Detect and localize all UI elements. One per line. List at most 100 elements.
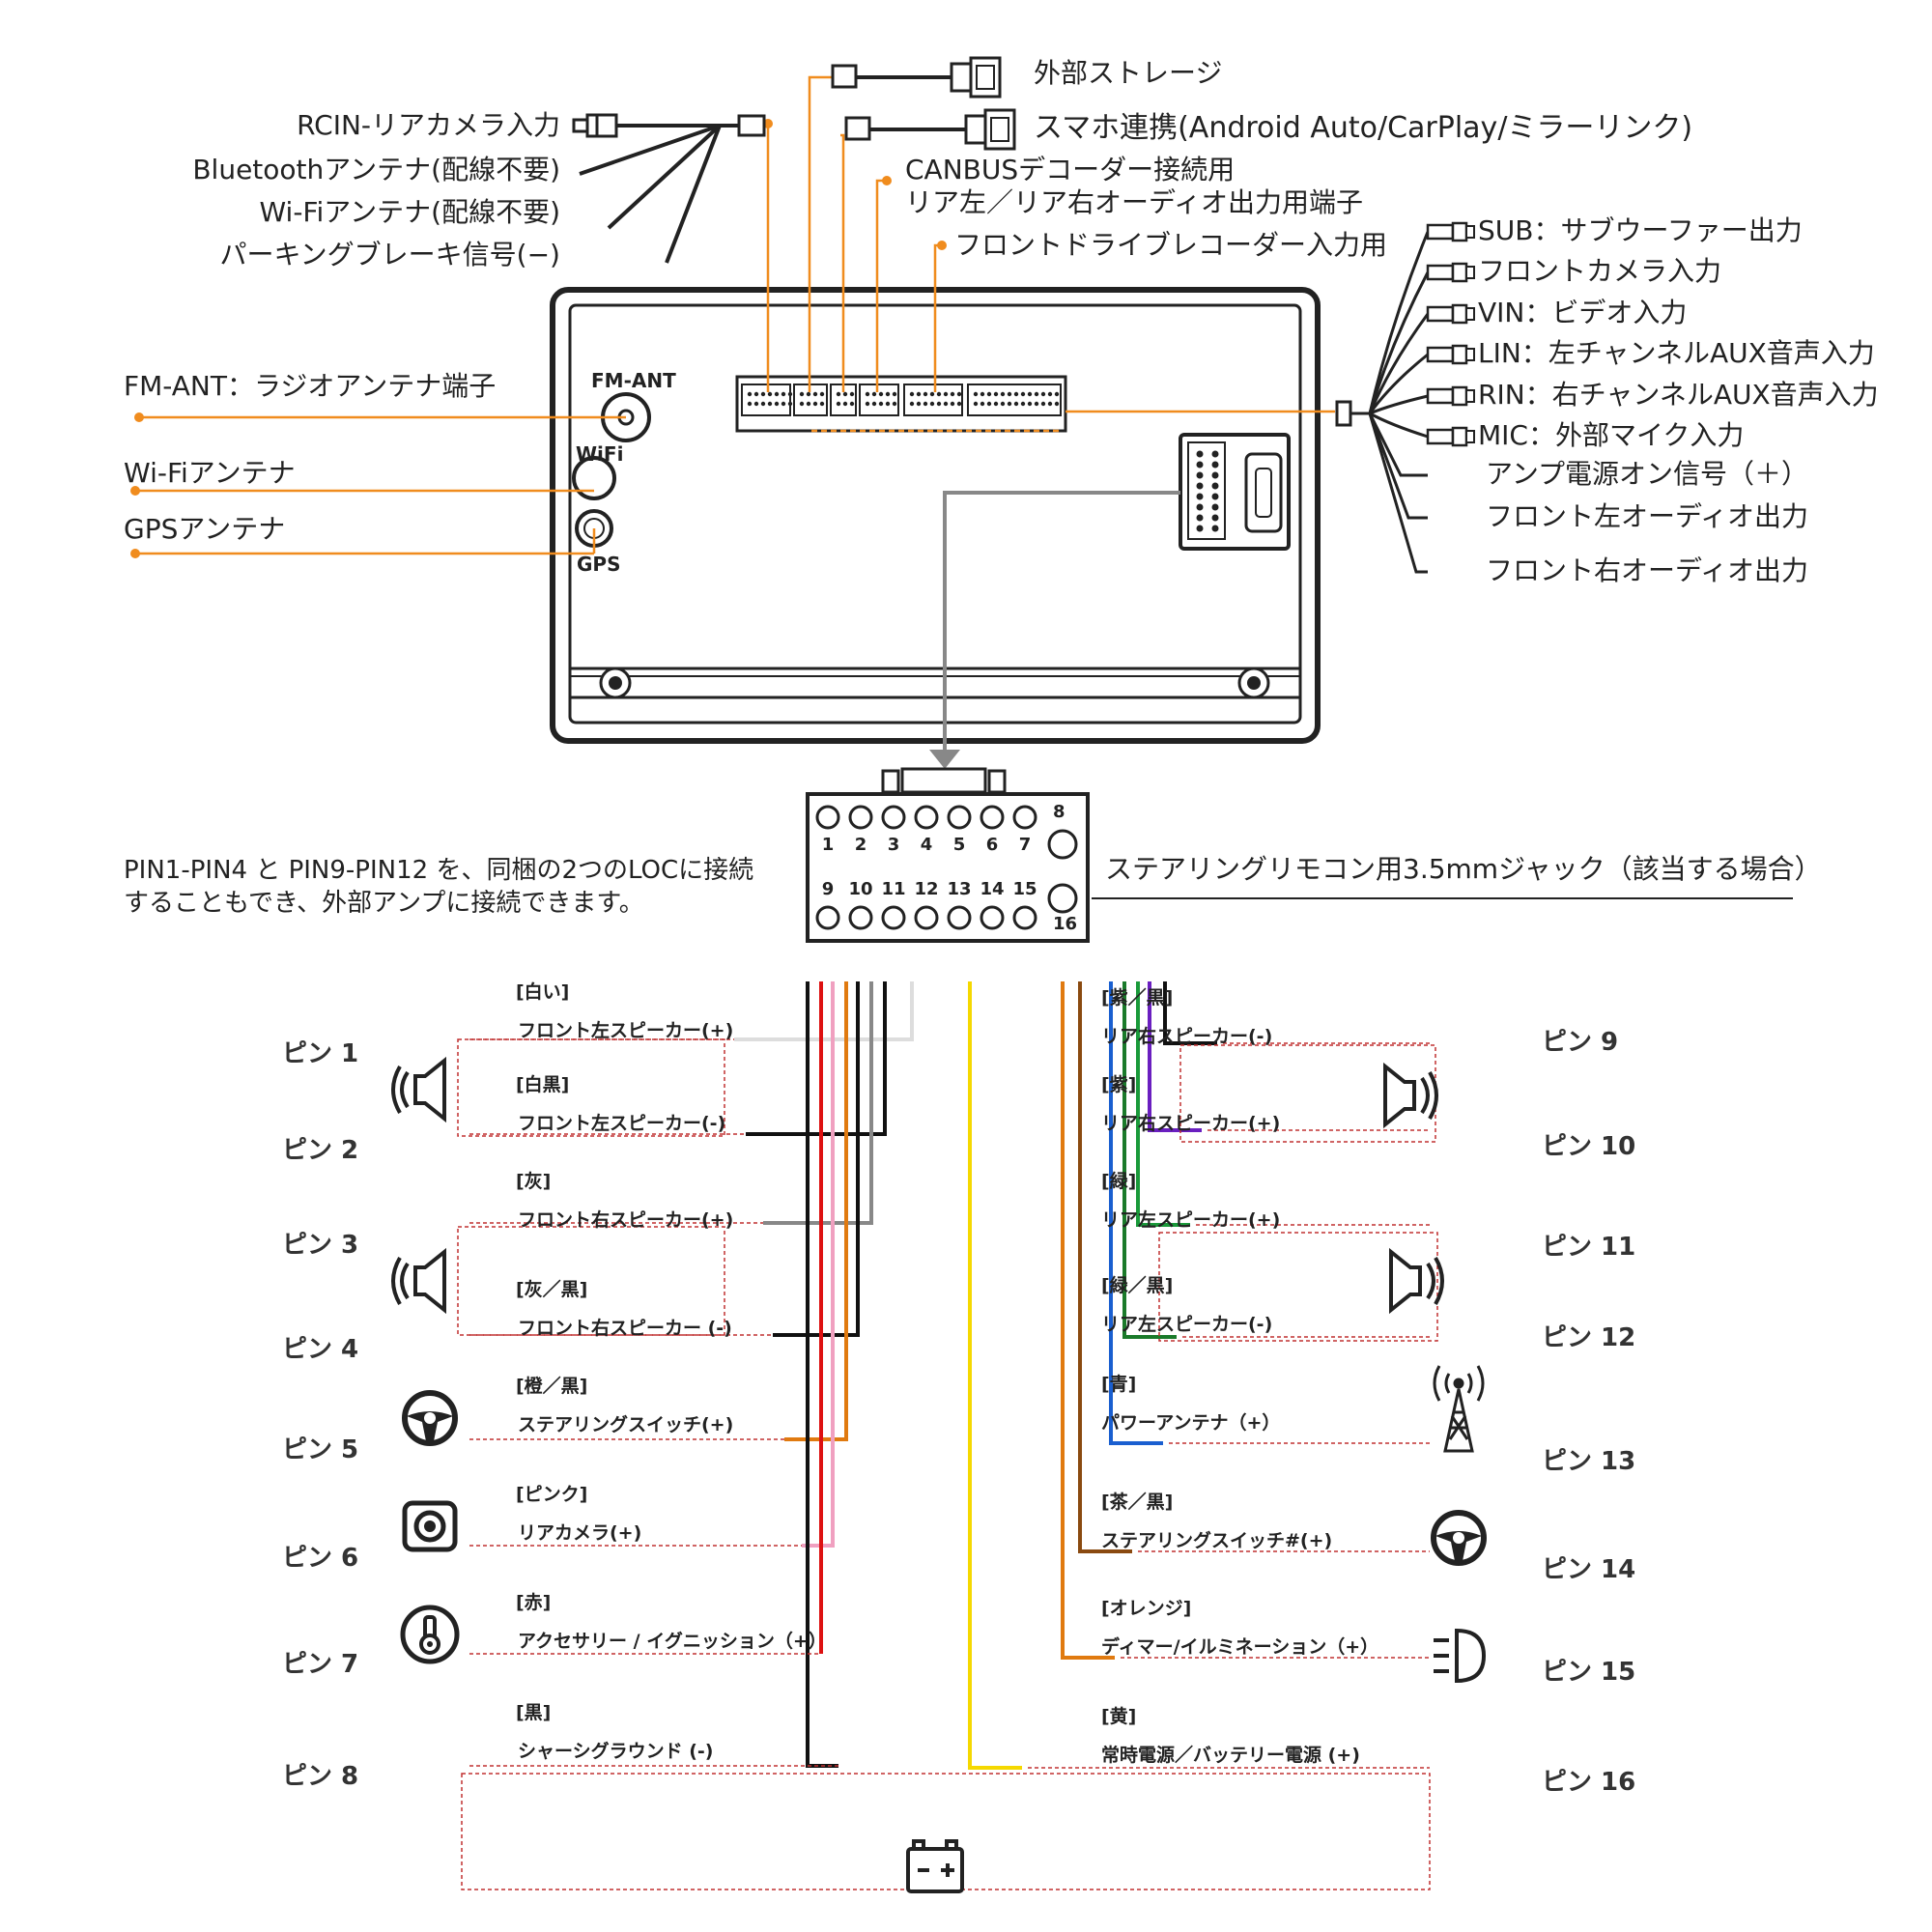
plug-pin-number: 8 [1053,802,1065,822]
plug-pin [947,905,972,930]
rca-output-label-1: SUB：サブウーファー出力 [1478,214,1803,246]
plug-pin [881,905,906,930]
pin-function-2: フロント左スピーカー(-) [518,1113,726,1134]
pin-wire [968,981,1022,1770]
pin-function-1: フロント左スピーカー(+) [518,1020,734,1041]
pin-wire-color-14: [茶／黒] [1101,1492,1174,1513]
unit-wifi-label: WiFi [576,442,624,466]
pin-number-11: ピン 11 [1542,1233,1636,1262]
pin-wire-color-5: [橙／黒] [516,1376,588,1397]
plug-pin [914,905,939,930]
headlight-icon [1434,1628,1487,1684]
plug-pin [1047,829,1078,860]
wifi-socket [572,456,616,500]
plug-pin [881,805,906,830]
pin-wire-color-9: [紫／黒] [1101,987,1174,1009]
rca-output-label-5: RIN：右チャンネルAUX音声入力 [1478,379,1879,411]
leader-dots [130,119,947,558]
pin-number-6: ピン 6 [282,1544,359,1573]
speaker-icon [1389,1247,1444,1315]
pin-wire-color-13: [青] [1101,1374,1137,1395]
rca-output-label-7: アンプ電源オン信号（＋） [1486,458,1809,490]
canbus-label-line2: リア左／リア右オーディオ出力用端子 [905,186,1364,218]
pin-number-13: ピン 13 [1542,1447,1636,1476]
steering-wheel-icon [402,1390,458,1446]
plug-pin-number: 1 [822,835,835,855]
rca-output-label-6: MIC：外部マイク入力 [1478,419,1745,451]
pin-wire [1148,981,1202,1132]
gps-antenna-label: GPSアンテナ [124,513,286,545]
rear-connector-block [735,375,1067,433]
plug-pin-number: 10 [848,879,872,899]
usb-connector-icon [831,56,1002,99]
pin-number-8: ピン 8 [282,1762,359,1791]
rca-output-label-2: フロントカメラ入力 [1478,255,1722,287]
bluetooth-antenna-label: Bluetoothアンテナ(配線不要) [192,154,560,185]
pin-function-4: フロント右スピーカー (-) [518,1318,732,1339]
pin-function-11: リア左スピーカー(+) [1101,1209,1281,1231]
plug-pin [848,805,873,830]
screw-left-icon [599,667,632,699]
pin-number-16: ピン 16 [1542,1768,1636,1797]
harness-arrow [929,491,1180,769]
pin-number-10: ピン 10 [1542,1132,1636,1161]
plug-pin-number: 2 [855,835,867,855]
pin-wire [734,981,914,1041]
pin-number-5: ピン 5 [282,1435,359,1464]
plug-pin-number: 12 [914,879,938,899]
plug-pin [914,805,939,830]
pin-number-4: ピン 4 [282,1335,359,1364]
canbus-label-line1: CANBUSデコーダー接続用 [905,154,1236,185]
pin-wire-color-15: [オレンジ] [1101,1598,1192,1619]
pin-function-16: 常時電源／バッテリー電源 (+) [1101,1745,1360,1766]
pin-wire-color-12: [緑／黒] [1101,1275,1174,1296]
plug-pin-number: 6 [986,835,999,855]
pin-wire [802,981,835,1548]
speaker-icon [391,1056,446,1123]
ignition-key-icon [400,1605,460,1664]
pin-wire-color-11: [緑] [1101,1171,1137,1192]
plug-pin-number: 4 [921,835,933,855]
plug-pin [980,905,1005,930]
fm-antenna-label: FM-ANT：ラジオアンテナ端子 [124,370,497,402]
pin-function-5: ステアリングスイッチ(+) [518,1414,734,1435]
pin-function-3: フロント右スピーカー(+) [518,1209,734,1231]
pin-function-15: ディマー/イルミネーション（+） [1101,1636,1379,1658]
plug-pin [1047,883,1078,914]
pin-wire [746,981,887,1136]
pin-wire [1078,981,1132,1553]
pin-function-9: リア右スピーカー(-) [1101,1026,1273,1047]
pin-number-1: ピン 1 [282,1039,359,1068]
steering-wheel-icon [1431,1510,1487,1566]
top-left-harness [579,114,766,264]
plug-pin [947,805,972,830]
pin-wire-color-2: [白黒] [516,1074,570,1095]
front-dvr-label: フロントドライブレコーダー入力用 [954,229,1388,261]
iso-connector-socket [1179,433,1291,551]
plug-pin-number: 15 [1012,879,1037,899]
pin-wire [773,981,860,1337]
plug-pin [815,905,840,930]
plug-pin [1012,805,1037,830]
label-underlines [469,1038,1430,1769]
pin-wire-color-8: [黒] [516,1702,552,1723]
pin-function-12: リア左スピーカー(-) [1101,1314,1273,1335]
pin-wire [763,981,873,1225]
parking-brake-label: パーキングブレーキ信号(−) [219,239,560,270]
screw-right-icon [1237,667,1270,699]
speaker-group-boxes [457,1038,1438,1890]
pin-number-12: ピン 12 [1542,1323,1636,1352]
external-storage-label: 外部ストレージ [1034,57,1223,89]
plug-pin-number: 9 [822,879,835,899]
pin-wire-color-1: [白い] [516,981,570,1003]
unit-fm-ant-label: FM-ANT [591,369,676,392]
plug-pin-number: 11 [881,879,905,899]
unit-gps-label: GPS [577,553,621,576]
leader-lines [135,75,1335,555]
pin-number-9: ピン 9 [1542,1028,1619,1057]
loc-note-line2: することもでき、外部アンプに接続できます。 [124,889,644,918]
pin-number-3: ピン 3 [282,1231,359,1260]
right-rca-harness [1335,221,1475,574]
